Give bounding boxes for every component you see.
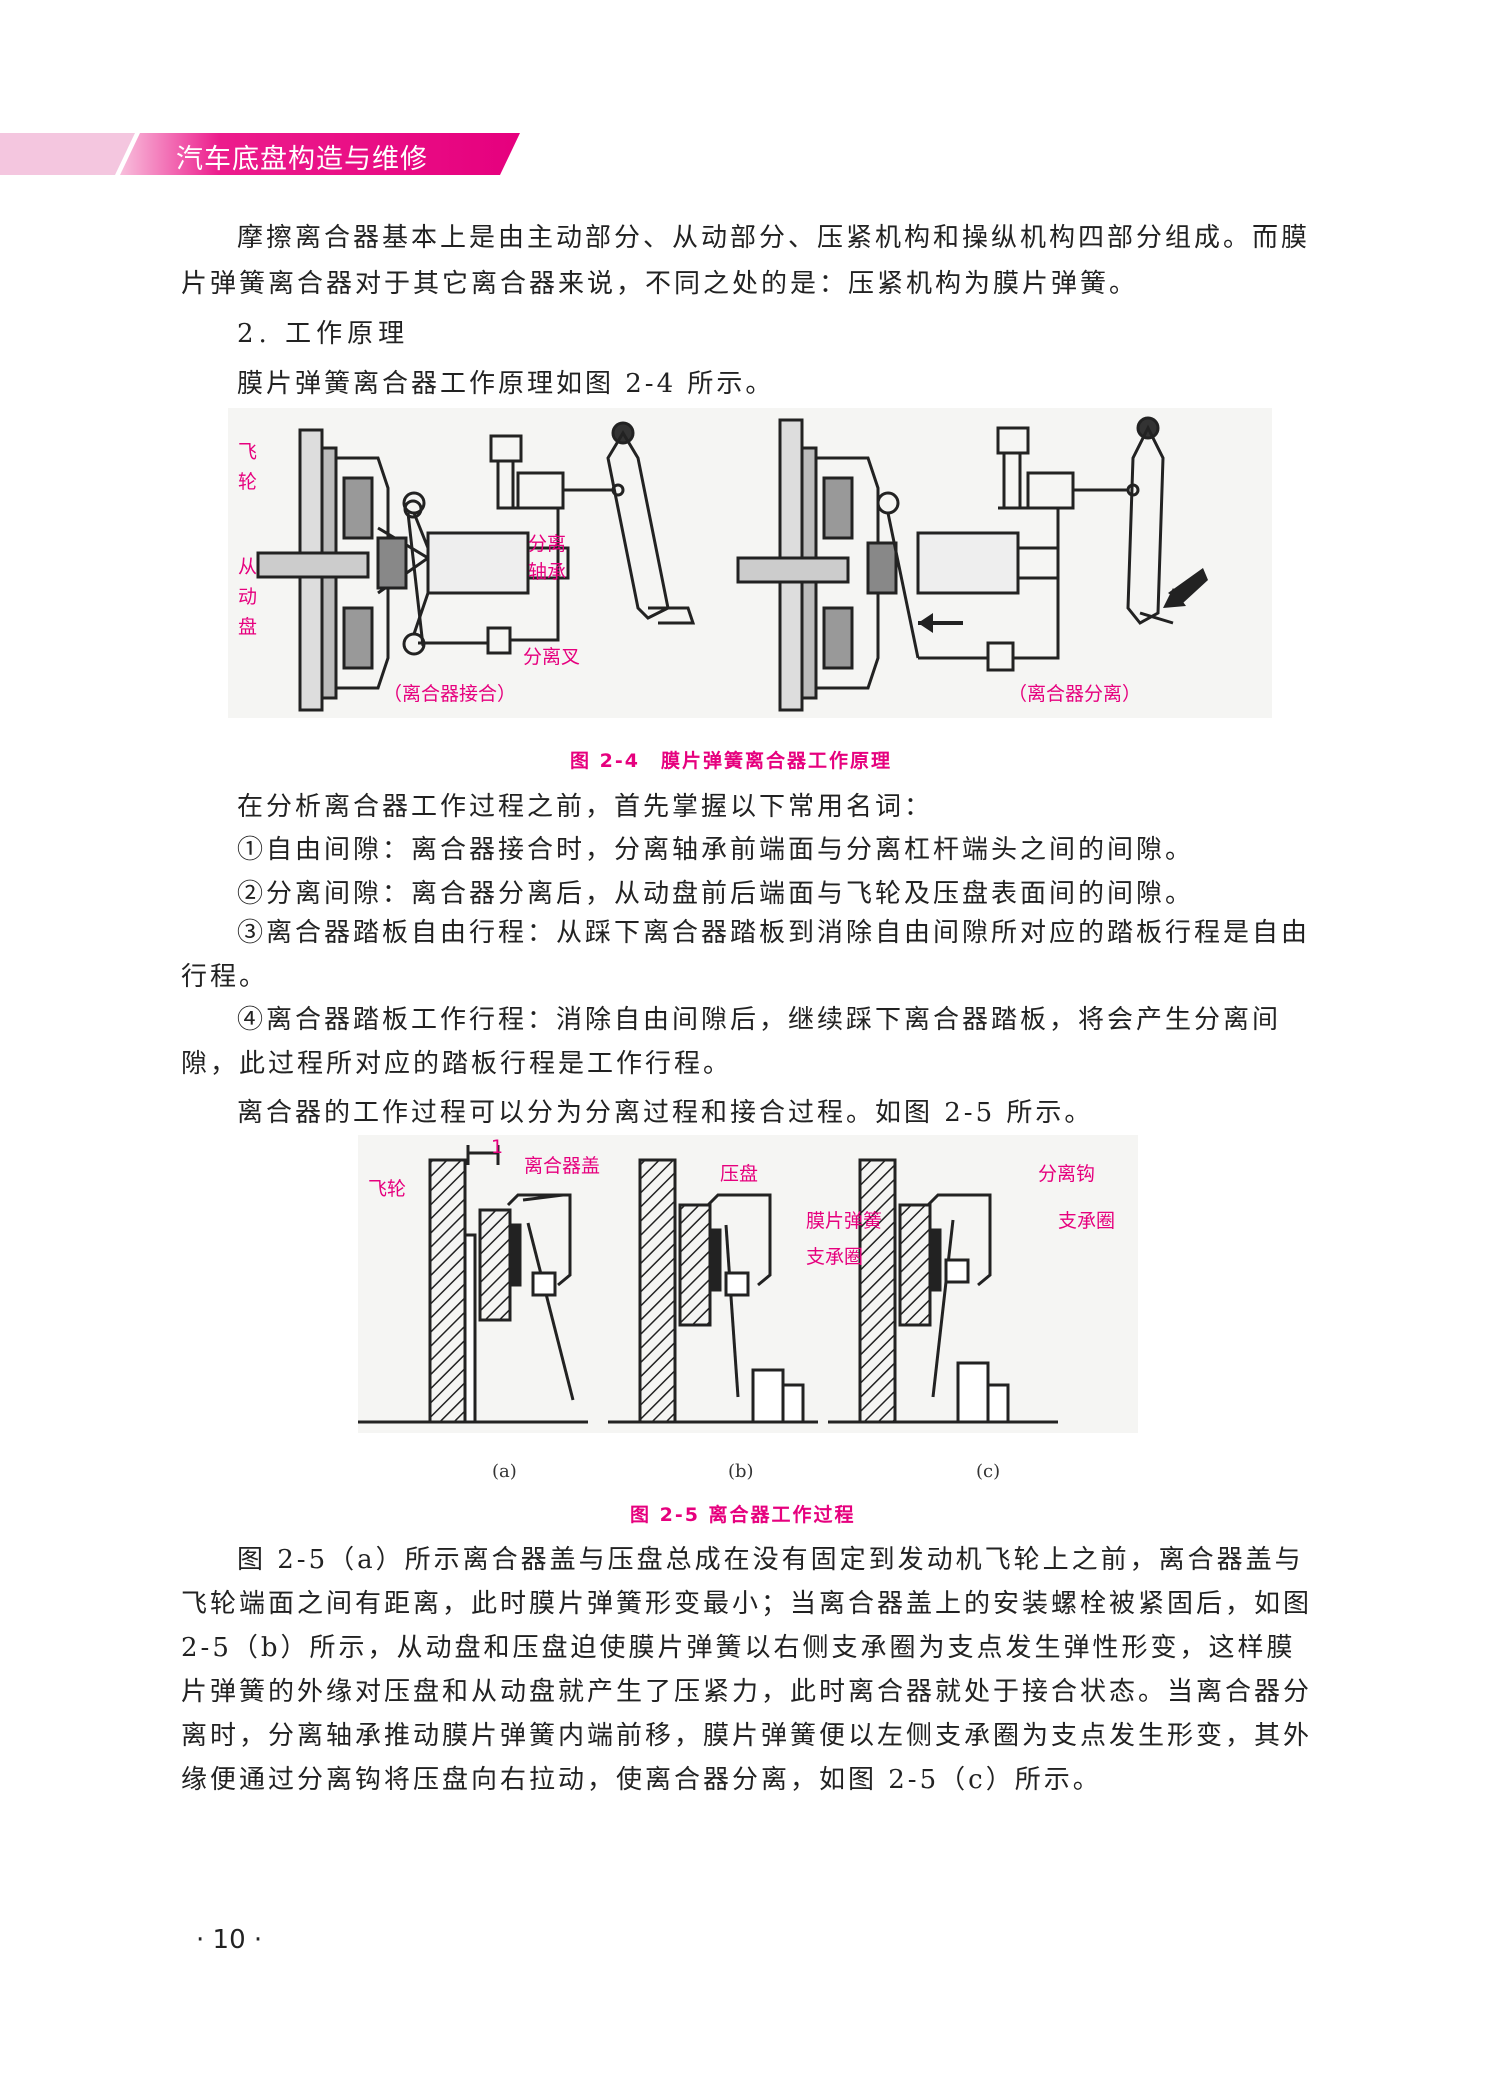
clutch-principle-drawing: 飞 轮 从 动 盘 分离 轴承 分离叉 （离合器接合） （离合器分离） bbox=[238, 416, 1208, 712]
subfigure-c-label: (c) bbox=[976, 1461, 1001, 1482]
subfigure-a-label: (a) bbox=[492, 1461, 517, 1482]
label-support-ring-b: 支承圈 bbox=[806, 1246, 863, 1268]
label-engaged: （离合器接合） bbox=[383, 683, 516, 705]
header-title: 汽车底盘构造与维修 bbox=[176, 144, 428, 175]
header-band bbox=[0, 133, 520, 175]
label-release-hook: 分离钩 bbox=[1038, 1163, 1095, 1185]
label-support-ring-c: 支承圈 bbox=[1058, 1210, 1115, 1232]
definition-work-travel: ④离合器踏板工作行程：消除自由间隙后，继续踩下离合器踏板，将会产生分离间隙，此过… bbox=[181, 1005, 1282, 1079]
definition-free-gap: ①自由间隙：离合器接合时，分离轴承前端面与分离杠杆端头之间的间隙。 bbox=[237, 835, 1195, 865]
label-disc-1: 从 bbox=[238, 556, 257, 578]
definition-free-travel: ③离合器踏板自由行程：从踩下离合器踏板到消除自由间隙所对应的踏板行程是自由行程。 bbox=[181, 918, 1311, 992]
label-flywheel-2: 轮 bbox=[238, 471, 257, 493]
figure-2-4-caption: 图 2-4 膜片弹簧离合器工作原理 bbox=[570, 750, 892, 772]
label-disengaged: （离合器分离） bbox=[1008, 683, 1141, 705]
figure-2-5-caption: 图 2-5 离合器工作过程 bbox=[630, 1504, 856, 1526]
label-flywheel-1: 飞 bbox=[238, 441, 257, 463]
definition-release-gap: ②分离间隙：离合器分离后，从动盘前后端面与飞轮及压盘表面间的间隙。 bbox=[237, 879, 1195, 909]
figure-2-5: 1 离合器盖 飞轮 压盘 膜片弹簧 支承圈 分离钩 支承圈 bbox=[358, 1135, 1138, 1433]
subfigure-b-label: (b) bbox=[728, 1461, 754, 1482]
label-flywheel: 飞轮 bbox=[368, 1178, 406, 1200]
paragraph-figure-ref: 膜片弹簧离合器工作原理如图 2-4 所示。 bbox=[237, 369, 775, 399]
label-cover: 离合器盖 bbox=[524, 1155, 600, 1177]
clutch-process-drawing: 1 离合器盖 飞轮 压盘 膜片弹簧 支承圈 分离钩 支承圈 bbox=[358, 1136, 1115, 1424]
figure-2-4: 飞 轮 从 动 盘 分离 轴承 分离叉 （离合器接合） （离合器分离） bbox=[228, 408, 1272, 718]
paragraph-intro: 摩擦离合器基本上是由主动部分、从动部分、压紧机构和操纵机构四部分组成。而膜片弹簧… bbox=[181, 223, 1311, 299]
section-heading: 2. 工作原理 bbox=[237, 319, 410, 349]
label-bearing-1: 分离 bbox=[528, 533, 566, 555]
label-bearing-2: 轴承 bbox=[528, 561, 566, 583]
label-diaphragm-spring: 膜片弹簧 bbox=[806, 1210, 882, 1232]
label-fork: 分离叉 bbox=[523, 646, 580, 668]
label-disc-3: 盘 bbox=[238, 616, 257, 638]
paragraph-process-intro: 离合器的工作过程可以分为分离过程和接合过程。如图 2-5 所示。 bbox=[237, 1098, 1094, 1128]
paragraph-terms-intro: 在分析离合器工作过程之前，首先掌握以下常用名词： bbox=[237, 792, 934, 822]
label-pressure-plate: 压盘 bbox=[720, 1163, 758, 1185]
label-gap: 1 bbox=[491, 1136, 503, 1158]
page-number: · 10 · bbox=[196, 1925, 263, 1955]
paragraph-process-explanation: 图 2-5（a）所示离合器盖与压盘总成在没有固定到发动机飞轮上之前，离合器盖与飞… bbox=[181, 1545, 1313, 1795]
label-disc-2: 动 bbox=[238, 586, 257, 608]
